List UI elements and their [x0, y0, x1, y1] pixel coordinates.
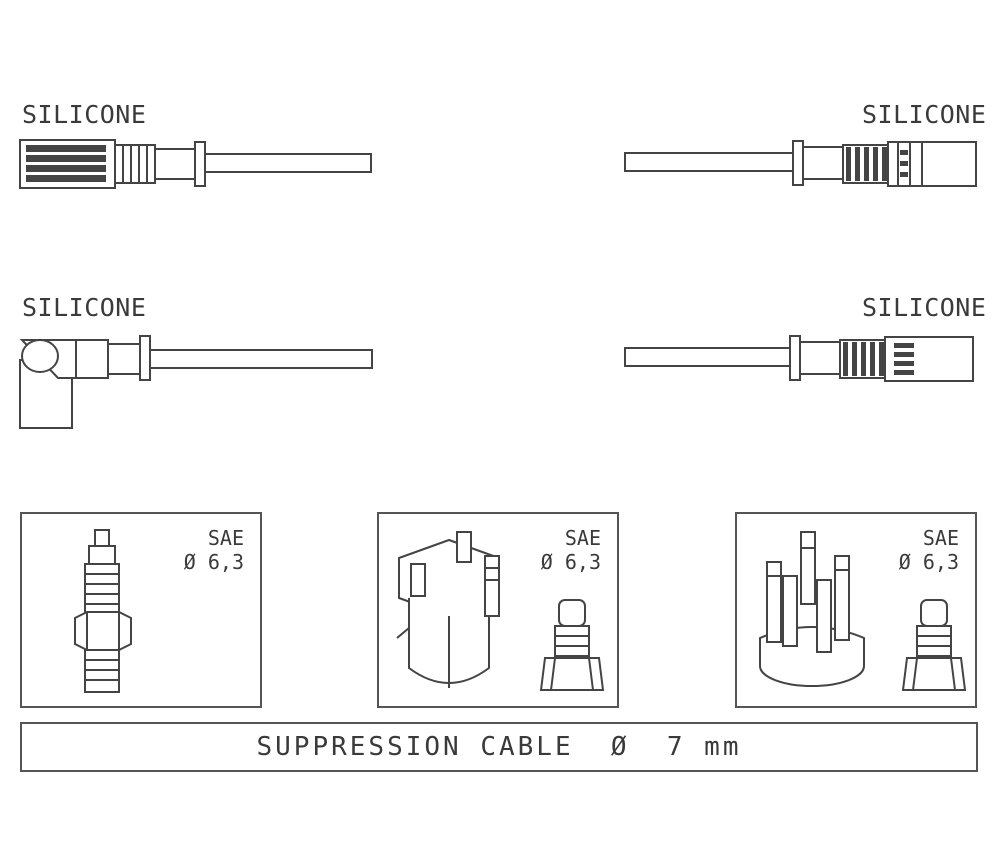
sae-spec: SAE Ø 6,3	[541, 526, 601, 574]
straight-connector-mid-right	[624, 335, 974, 382]
diameter-label: Ø 6,3	[540, 550, 601, 574]
sae-spec: SAE Ø 6,3	[184, 526, 244, 574]
panel-ignition-coil: SAE Ø 6,3	[377, 512, 619, 708]
cable-spec-text: SUPPRESSION CABLE Ø 7 mm	[256, 732, 742, 762]
boot-terminal-icon	[901, 599, 967, 691]
label-silicone-mid-right: SILICONE	[862, 293, 987, 322]
ignition-coil-icon	[396, 531, 500, 688]
distributor-cap-icon	[759, 531, 865, 687]
diameter-label: Ø 6,3	[898, 550, 959, 574]
label-silicone-top-right: SILICONE	[862, 100, 987, 129]
cable-spec-bar: SUPPRESSION CABLE Ø 7 mm	[20, 722, 978, 772]
sae-label: SAE	[564, 526, 601, 550]
sae-spec: SAE Ø 6,3	[899, 526, 959, 574]
diameter-label: Ø 6,3	[183, 550, 244, 574]
straight-connector-top-right	[624, 140, 977, 187]
angled-connector-mid-left	[19, 335, 373, 429]
spark-plug-icon	[74, 529, 132, 693]
sae-label: SAE	[207, 526, 244, 550]
label-silicone-top-left: SILICONE	[22, 100, 147, 129]
boot-terminal-icon	[539, 599, 605, 691]
label-silicone-mid-left: SILICONE	[22, 293, 147, 322]
sae-label: SAE	[922, 526, 959, 550]
panel-distributor-cap: SAE Ø 6,3	[735, 512, 977, 708]
connector-ribs	[26, 145, 106, 182]
panel-spark-plug: SAE Ø 6,3	[20, 512, 262, 708]
straight-connector-top-left	[19, 139, 372, 189]
